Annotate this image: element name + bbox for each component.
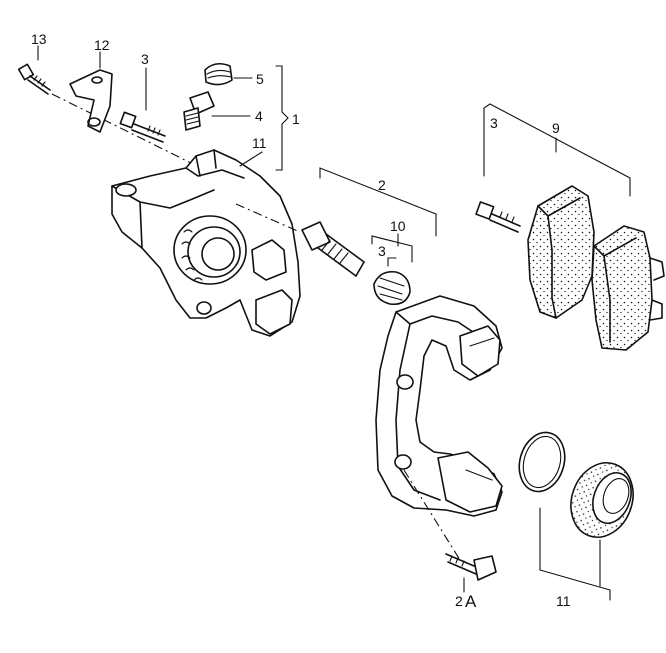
bolt-3-pads xyxy=(475,201,521,233)
callout-3-boot: 3 xyxy=(378,243,386,259)
bolt-3-upper xyxy=(119,111,166,143)
caliper-housing xyxy=(111,149,301,337)
piston-boot-11 xyxy=(570,462,634,538)
callout-10: 10 xyxy=(390,218,406,234)
bracket-group-10 xyxy=(371,235,413,263)
callout-9: 9 xyxy=(552,120,560,136)
bracket-group-11-bottom xyxy=(539,507,611,601)
bolt-2-lower xyxy=(445,553,497,581)
callout-2A-letter: A xyxy=(465,592,477,611)
callout-2: 2 xyxy=(378,177,386,193)
callout-11-bottom: 11 xyxy=(556,593,571,609)
brake-pads-9 xyxy=(527,185,665,351)
callout-13: 13 xyxy=(31,31,47,47)
guide-boot-10 xyxy=(373,270,411,306)
callout-12: 12 xyxy=(94,37,110,53)
bleeder-valve-4 xyxy=(183,91,215,131)
callout-1: 1 xyxy=(292,111,300,127)
bracket-group-3-pads xyxy=(483,103,491,177)
callout-3-pads: 3 xyxy=(490,115,498,131)
callout-3-bolt: 3 xyxy=(141,51,149,67)
callout-11-top: 11 xyxy=(252,135,267,151)
bracket-12 xyxy=(69,69,113,133)
seal-ring-11 xyxy=(518,431,566,493)
axis-line-lower xyxy=(403,469,461,561)
leader-11-top xyxy=(239,151,263,167)
bracket-group-9 xyxy=(489,103,631,197)
callout-4: 4 xyxy=(255,108,263,124)
callout-5: 5 xyxy=(256,71,264,87)
bracket-group-3-boot xyxy=(387,257,397,267)
guide-pin-2 xyxy=(301,221,365,277)
callout-2A-number: 2 xyxy=(455,593,463,609)
bracket-group-2 xyxy=(319,167,437,237)
caliper-carrier xyxy=(375,295,503,517)
bracket-group-1 xyxy=(275,65,289,171)
axis-line-upper xyxy=(235,203,301,233)
dust-cap-5 xyxy=(204,62,233,86)
screw-13 xyxy=(17,63,51,95)
axis-line-13 xyxy=(51,93,206,171)
